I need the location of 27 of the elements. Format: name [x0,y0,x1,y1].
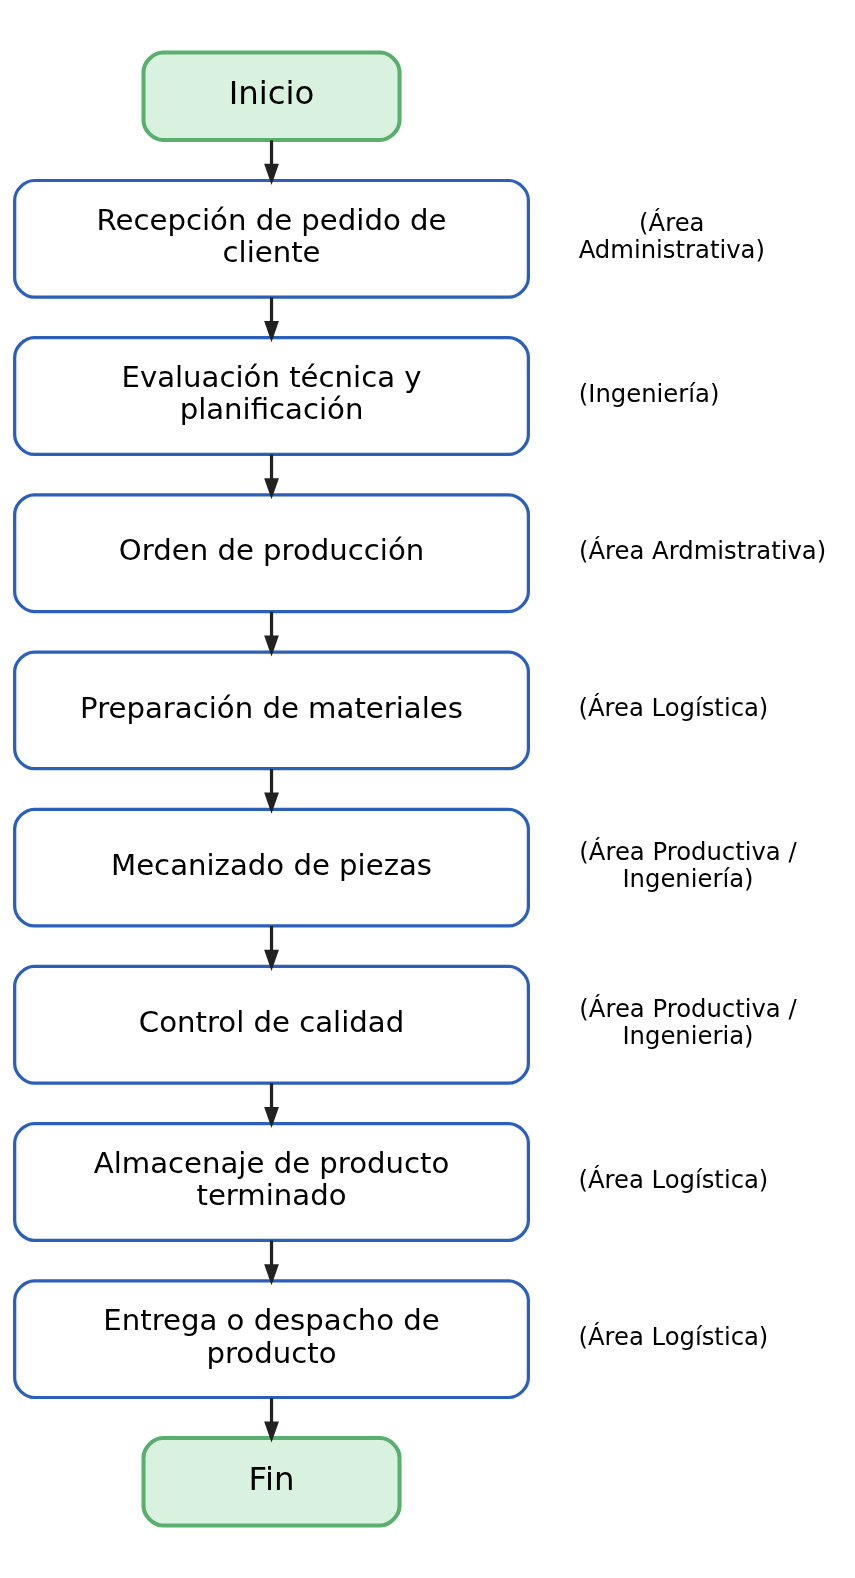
arrow [264,926,279,971]
arrow [264,1083,279,1129]
node-label: (Área Productiva / Ingenieria) [579,993,797,1051]
arrow [264,1240,279,1286]
arrow [264,140,279,185]
node-box: Recepción de pedido de cliente [13,178,530,299]
arrow [264,768,279,814]
node-box: Preparación de materiales [13,650,530,771]
node-label: (Ingeniería) [578,378,720,408]
node-box: Mecanizado de piezas [13,807,530,928]
node-box: Fin [141,1436,402,1528]
node-box: Orden de producción [13,493,530,614]
arrow [264,454,279,500]
node-label: (Área Administrativa) [578,207,765,265]
arrow [264,1398,279,1443]
arrow [264,297,279,343]
node-box: Inicio [141,50,402,142]
node-label: (Área Logística) [578,693,769,723]
node-box: Evaluación técnica y planificación [13,336,530,456]
arrow [264,611,279,657]
node-label: (Área Logística) [578,1164,769,1194]
node-label: (Área Ardmistrativa) [578,535,827,565]
node-box: Entrega o despacho de producto [13,1279,530,1400]
node-label: (Área Logística) [578,1321,769,1351]
node-box: Control de calidad [13,964,530,1085]
node-label: (Área Productiva / Ingeniería) [579,836,797,894]
node-box: Almacenaje de producto terminado [13,1122,530,1242]
